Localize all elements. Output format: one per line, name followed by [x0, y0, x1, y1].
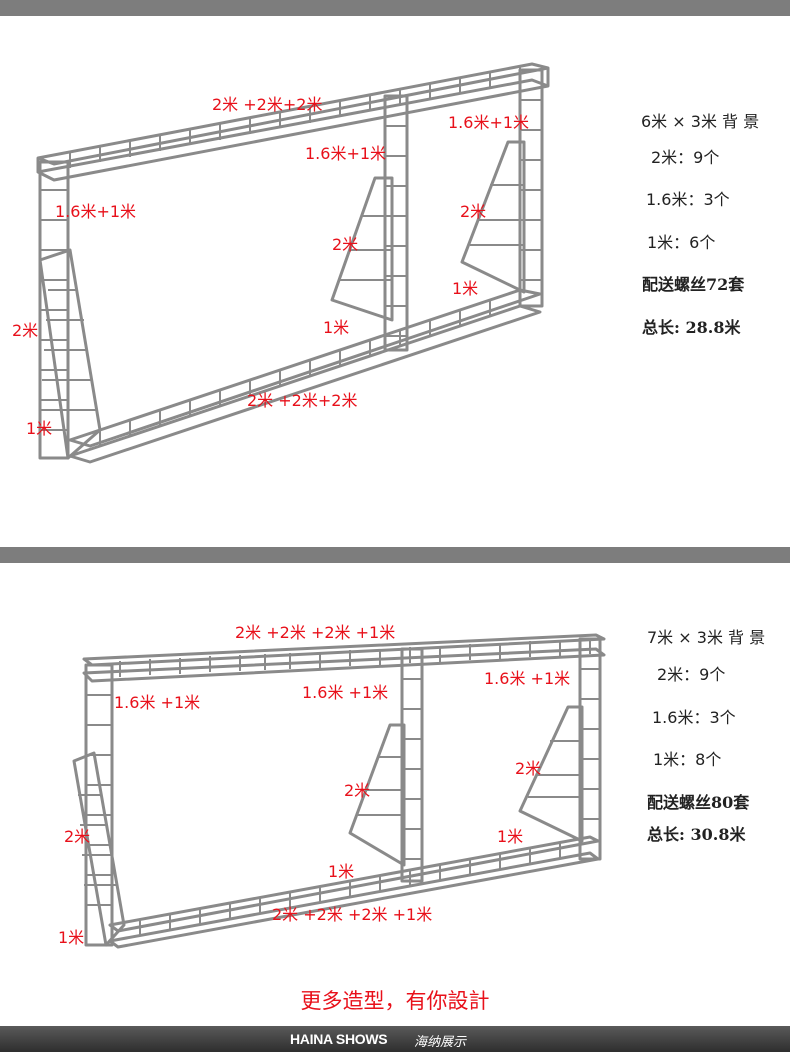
spec-total-value: 30.8米	[690, 825, 746, 844]
spec-line-1m: 1米：6个	[647, 233, 716, 252]
label-top-mid: 1.6米 +1米	[302, 683, 389, 702]
label-left-stand: 2米	[64, 827, 91, 846]
label-left-column: 1.6米+1米	[55, 202, 137, 221]
spec-screws: 配送螺丝80套	[647, 793, 750, 812]
label-mid-stand: 2米	[344, 781, 371, 800]
truss-diagram-7m	[72, 633, 606, 949]
top-divider	[0, 0, 790, 16]
middle-divider	[0, 547, 790, 563]
label-bottom-beam: 2米 +2米 +2米 +1米	[272, 905, 433, 924]
spec-total-label: 总长:	[647, 825, 685, 844]
brand-name-cn: 海纳展示	[414, 1035, 467, 1050]
label-right-stand: 2米	[515, 759, 542, 778]
label-mid-foot: 1米	[328, 862, 355, 881]
label-left-stand: 2米	[12, 321, 39, 340]
spec-screws: 配送螺丝72套	[642, 275, 745, 294]
label-left-foot: 1米	[58, 928, 85, 947]
label-left-foot: 1米	[26, 419, 53, 438]
truss-panel-6m: 2米 +2米+2米 1.6米+1米 1.6米+1米 1.6米+1米 2米 2米 …	[12, 62, 760, 464]
label-top-right: 1.6米 +1米	[484, 669, 571, 688]
spec-line-2m: 2米：9个	[657, 665, 726, 684]
label-top-beam: 2米 +2米+2米	[212, 95, 323, 114]
spec-line-2m: 2米：9个	[651, 148, 720, 167]
tagline: 更多造型，有你設計	[300, 989, 490, 1013]
label-right-foot: 1米	[452, 279, 479, 298]
label-bottom-beam: 2米 +2米+2米	[247, 391, 358, 410]
label-left-column: 1.6米 +1米	[114, 693, 201, 712]
spec-line-1-6m: 1.6米：3个	[646, 190, 730, 209]
label-right-foot: 1米	[497, 827, 524, 846]
spec-total-label: 总长:	[642, 318, 680, 337]
spec-total-value: 28.8米	[685, 318, 741, 337]
truss-panel-7m: 2米 +2米 +2米 +1米 1.6米 +1米 1.6米 +1米 1.6米 +1…	[0, 565, 790, 985]
spec-line-1m: 1米：8个	[653, 750, 722, 769]
truss-diagram-6m	[36, 62, 550, 464]
spec-total: 总长: 30.8米	[647, 827, 745, 843]
spec-title: 7米 × 3米 背 景	[647, 628, 766, 647]
label-mid-stand: 2米	[332, 235, 359, 254]
label-right-stand: 2米	[460, 202, 487, 221]
brand-name: HAINA SHOWS	[290, 1031, 388, 1047]
label-top-mid: 1.6米+1米	[305, 144, 387, 163]
spec-line-1-6m: 1.6米：3个	[652, 708, 736, 727]
spec-title: 6米 × 3米 背 景	[641, 112, 760, 131]
label-top-right: 1.6米+1米	[448, 113, 530, 132]
label-top-beam: 2米 +2米 +2米 +1米	[235, 623, 396, 642]
footer-bar: HAINA SHOWS 海纳展示	[0, 1026, 790, 1052]
label-mid-foot: 1米	[323, 318, 350, 337]
spec-total: 总长: 28.8米	[642, 320, 740, 336]
